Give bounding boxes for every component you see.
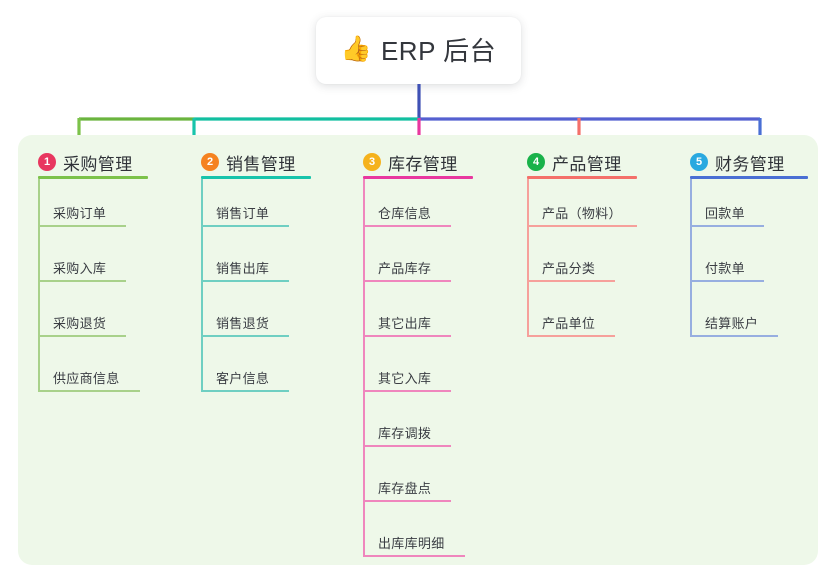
leaf-item-underline xyxy=(690,280,764,282)
leaf-item-underline xyxy=(201,225,289,227)
leaf-item[interactable]: 销售退货 xyxy=(201,309,295,337)
leaf-item-label: 客户信息 xyxy=(216,371,270,386)
category-label: 财务管理 xyxy=(715,154,785,174)
leaf-item-label: 产品库存 xyxy=(378,261,432,276)
leaf-item-label: 产品单位 xyxy=(542,316,596,331)
leaf-item[interactable]: 产品分类 xyxy=(527,254,621,282)
category-label: 库存管理 xyxy=(388,154,458,174)
category-underline xyxy=(201,176,311,179)
leaf-item-underline xyxy=(363,280,451,282)
leaf-item-label: 仓库信息 xyxy=(378,206,432,221)
category-label: 销售管理 xyxy=(226,154,296,174)
column-spine xyxy=(38,179,40,392)
number-badge-icon: 4 xyxy=(527,153,545,171)
leaf-item-label: 产品（物料） xyxy=(542,206,622,221)
leaf-item-label: 付款单 xyxy=(705,261,745,276)
number-badge-icon: 3 xyxy=(363,153,381,171)
leaf-item-underline xyxy=(363,445,451,447)
leaf-item-label: 结算账户 xyxy=(705,316,759,331)
leaf-item-underline xyxy=(690,335,778,337)
leaf-item[interactable]: 仓库信息 xyxy=(363,199,457,227)
leaf-item-underline xyxy=(527,225,637,227)
leaf-item-label: 其它出库 xyxy=(378,316,432,331)
category-label: 采购管理 xyxy=(63,154,133,174)
category-underline xyxy=(690,176,808,179)
leaf-item-label: 其它入库 xyxy=(378,371,432,386)
leaf-item[interactable]: 回款单 xyxy=(690,199,770,227)
leaf-item-label: 采购入库 xyxy=(53,261,107,276)
leaf-item[interactable]: 其它入库 xyxy=(363,364,457,392)
leaf-item[interactable]: 采购订单 xyxy=(38,199,132,227)
leaf-item-underline xyxy=(527,280,615,282)
category-header-3[interactable]: 3 库存管理 xyxy=(363,150,458,174)
leaf-item-underline xyxy=(201,390,289,392)
number-badge-icon: 1 xyxy=(38,153,56,171)
content-panel xyxy=(18,135,818,565)
column-spine xyxy=(527,179,529,337)
category-header-5[interactable]: 5 财务管理 xyxy=(690,150,785,174)
leaf-item[interactable]: 销售订单 xyxy=(201,199,295,227)
number-badge-icon: 2 xyxy=(201,153,219,171)
leaf-item-underline xyxy=(363,500,451,502)
column-spine xyxy=(690,179,692,337)
leaf-item-label: 库存盘点 xyxy=(378,481,432,496)
leaf-item[interactable]: 产品库存 xyxy=(363,254,457,282)
column-spine xyxy=(363,179,365,557)
leaf-item[interactable]: 库存调拨 xyxy=(363,419,457,447)
leaf-item[interactable]: 采购退货 xyxy=(38,309,132,337)
leaf-item-label: 采购退货 xyxy=(53,316,107,331)
category-underline xyxy=(527,176,637,179)
leaf-item[interactable]: 结算账户 xyxy=(690,309,784,337)
number-badge-icon: 5 xyxy=(690,153,708,171)
leaf-item-label: 产品分类 xyxy=(542,261,596,276)
leaf-item-underline xyxy=(363,390,451,392)
category-label: 产品管理 xyxy=(552,154,622,174)
category-header-2[interactable]: 2 销售管理 xyxy=(201,150,296,174)
leaf-item-underline xyxy=(201,335,289,337)
leaf-item[interactable]: 产品（物料） xyxy=(527,199,643,227)
category-header-1[interactable]: 1 采购管理 xyxy=(38,150,133,174)
leaf-item[interactable]: 采购入库 xyxy=(38,254,132,282)
leaf-item-label: 采购订单 xyxy=(53,206,107,221)
leaf-item-underline xyxy=(527,335,615,337)
leaf-item-underline xyxy=(38,280,126,282)
root-node[interactable]: 👍 ERP 后台 xyxy=(316,17,521,84)
leaf-item[interactable]: 付款单 xyxy=(690,254,770,282)
column-spine xyxy=(201,179,203,392)
leaf-item-underline xyxy=(201,280,289,282)
leaf-item[interactable]: 其它出库 xyxy=(363,309,457,337)
root-node-label: ERP 后台 xyxy=(380,36,497,66)
leaf-item-underline xyxy=(363,335,451,337)
leaf-item-label: 供应商信息 xyxy=(53,371,120,386)
leaf-item[interactable]: 销售出库 xyxy=(201,254,295,282)
leaf-item-underline xyxy=(363,225,451,227)
category-header-4[interactable]: 4 产品管理 xyxy=(527,150,622,174)
leaf-item-label: 库存调拨 xyxy=(378,426,432,441)
leaf-item[interactable]: 产品单位 xyxy=(527,309,621,337)
category-underline xyxy=(363,176,473,179)
root-node-content: 👍 ERP 后台 xyxy=(341,31,496,68)
leaf-item-label: 回款单 xyxy=(705,206,745,221)
leaf-item-label: 出库库明细 xyxy=(378,536,445,551)
leaf-item-underline xyxy=(690,225,764,227)
thumbs-up-icon: 👍 xyxy=(340,35,372,63)
leaf-item[interactable]: 客户信息 xyxy=(201,364,295,392)
leaf-item[interactable]: 库存盘点 xyxy=(363,474,457,502)
category-underline xyxy=(38,176,148,179)
leaf-item-label: 销售订单 xyxy=(216,206,270,221)
leaf-item-label: 销售出库 xyxy=(216,261,270,276)
leaf-item[interactable]: 供应商信息 xyxy=(38,364,146,392)
leaf-item-label: 销售退货 xyxy=(216,316,270,331)
leaf-item-underline xyxy=(38,390,140,392)
leaf-item-underline xyxy=(363,555,465,557)
leaf-item-underline xyxy=(38,335,126,337)
leaf-item[interactable]: 出库库明细 xyxy=(363,529,471,557)
leaf-item-underline xyxy=(38,225,126,227)
